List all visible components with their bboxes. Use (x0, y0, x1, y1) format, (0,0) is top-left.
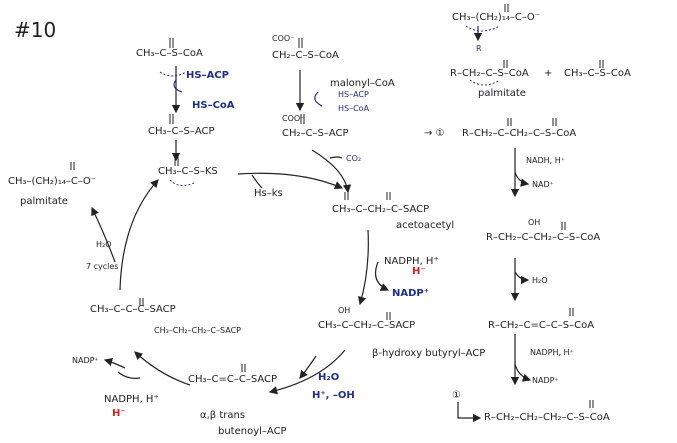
arrow-nadp-out-right (514, 363, 532, 382)
carbonyl-16 (241, 364, 246, 372)
cleavage-arc-3 (465, 25, 501, 32)
carbonyl-10 (503, 60, 604, 68)
carbonyl-15 (139, 298, 144, 306)
nadh-h-reagent: NADH, H⁺ (526, 156, 565, 165)
arrow-water-out-right (514, 271, 530, 285)
carbonyl-14 (589, 400, 594, 408)
hs-coa-product: HS–CoA (192, 100, 235, 111)
carbonyl-4 (300, 114, 305, 124)
butyryl-acp-condensed: CH₃–CH₂–CH₂–C–SACP (154, 326, 241, 335)
arrow-malonyl-reagents (314, 91, 323, 107)
arrow-water-out (299, 355, 317, 379)
carbonyl-2 (298, 38, 303, 48)
arrow-acetoacetyl-down (358, 229, 369, 306)
nadp-plus-1: NADP⁺ (392, 288, 430, 299)
butyryl-acp: CH₃–C–C–C–SACP (90, 304, 176, 315)
carbonyl-5 (174, 156, 179, 166)
nadph-h-right: NADPH, H⁺ (530, 348, 574, 357)
acetyl-ks: CH₃–C–S–KS (158, 166, 218, 177)
arrow-nadph-nadp (375, 261, 390, 291)
arrow-nadph-in (117, 371, 141, 379)
arrow-ks-to-condensation (237, 172, 344, 190)
carbonyl-12 (561, 222, 566, 230)
arrow-hydroxy-to-enoyl (268, 349, 346, 395)
carbonyl-11 (507, 118, 557, 126)
arrow-return-to-step1 (457, 402, 482, 423)
nad-plus: NAD⁺ (532, 180, 554, 189)
plus-sign: + (544, 68, 553, 79)
trans-butenoyl-acp: CH₃–C=C–C–SACP (188, 374, 278, 385)
arrow-to-palmitate (91, 206, 116, 263)
malonyl-acp-coo: COO⁻ (282, 114, 305, 123)
hydroxybutyryl-label: β-hydroxy butyryl–ACP (372, 348, 486, 359)
arrow-co2-out (329, 156, 343, 159)
trans-label-1: α,β trans (200, 410, 246, 421)
step1-marker: → ① (424, 128, 445, 139)
cleavage-arc-1 (159, 71, 187, 77)
carbonyl-13 (569, 308, 574, 316)
carbonyl-1 (169, 38, 174, 48)
h-oh-removed: H⁺, –OH (312, 390, 355, 401)
step1-return-marker: ① (452, 390, 461, 401)
step1-ketoacyl: R–CH₂–C–CH₂–C–S–CoA (462, 128, 577, 139)
malonyl-hs-coa: HS–CoA (338, 104, 370, 113)
water-removed: H₂O (318, 372, 340, 383)
palmitate-right-label: palmitate (478, 88, 526, 99)
malonyl-acp: CH₂–C–S–ACP (282, 128, 349, 139)
nadp-plus-right: NADP⁺ (532, 376, 559, 385)
arrow-malonylacp-down (311, 149, 352, 194)
malonyl-coa: CH₂–C–S–CoA (272, 50, 339, 61)
nadp-plus-2: NADP⁺ (72, 356, 99, 365)
acetyl-coa-right: CH₃–C–S–CoA (564, 68, 631, 79)
final-acyl-coa: R–CH₂–CH₂–CH₂–C–S–CoA (484, 412, 610, 423)
arrow-hsacp-in (173, 79, 183, 93)
arrow-enoyl-to-butyryl (134, 351, 191, 386)
cleavage-arc-2 (169, 179, 197, 186)
hydroxybutyryl-acp: CH₃–C–CH₂–C–SACP (318, 320, 416, 331)
malonyl-hs-acp: HS–ACP (338, 90, 369, 99)
nadph-h-reagent-2: NADPH, H⁺ (104, 394, 159, 405)
carbonyl-7 (386, 312, 391, 320)
r-ketoacyl-coa: R–CH₂–C–S–CoA (450, 68, 529, 79)
carbonyl-8 (70, 162, 75, 170)
palmitate-left-label: palmitate (20, 196, 68, 207)
carbonyl-9 (504, 4, 509, 12)
carbonyl-3 (169, 114, 174, 124)
acetoacetyl-label: acetoacetyl (396, 220, 455, 231)
arrow-hsks-out (251, 174, 263, 189)
hydroxy-oh-right: OH (528, 218, 541, 227)
malonyl-coo-minus: COO⁻ (272, 34, 295, 43)
seven-cycles: 7 cycles (86, 262, 119, 271)
hydride-in: H⁻ (112, 408, 126, 419)
trans-label-2: butenoyl–ACP (218, 426, 287, 437)
cleavage-arc-4 (469, 79, 501, 86)
acetoacetyl-acp: CH₃–C–CH₂–C–SACP (332, 204, 430, 215)
acetyl-coa: CH₃–C–S–CoA (136, 48, 203, 59)
arrow-nad-out (514, 171, 530, 187)
water-added: H₂O (96, 240, 112, 249)
hs-acp-reagent: HS–ACP (186, 70, 229, 81)
page-number: #10 (14, 18, 57, 42)
palmitate-left: CH₃–(CH₂)₁₄–C–O⁻ (8, 176, 96, 187)
palmitate-top: CH₃–(CH₂)₁₄–C–O⁻ (452, 12, 540, 23)
enoyl-coa: R–CH₂–C=C–C–S–CoA (488, 320, 595, 331)
water-out-right: H₂O (532, 276, 548, 285)
r-group-label: R (476, 44, 482, 53)
malonyl-coa-label: malonyl–CoA (330, 78, 395, 89)
arrow-butyryl-up-cycle (119, 179, 159, 291)
hs-ks: Hs–ks (254, 188, 283, 199)
carbonyl-6 (344, 192, 391, 200)
nadph-h-reagent-1: NADPH, H⁺ (384, 256, 439, 267)
co2-released: CO₂ (346, 154, 362, 163)
acetyl-acp: CH₃–C–S–ACP (148, 126, 215, 137)
hydroxyacyl-coa: R–CH₂–C–CH₂–C–S–CoA (486, 232, 601, 243)
hydride-highlight: H⁻ (412, 266, 426, 277)
arrow-nadp-out (103, 357, 126, 369)
hydroxy-oh: OH (338, 306, 351, 315)
